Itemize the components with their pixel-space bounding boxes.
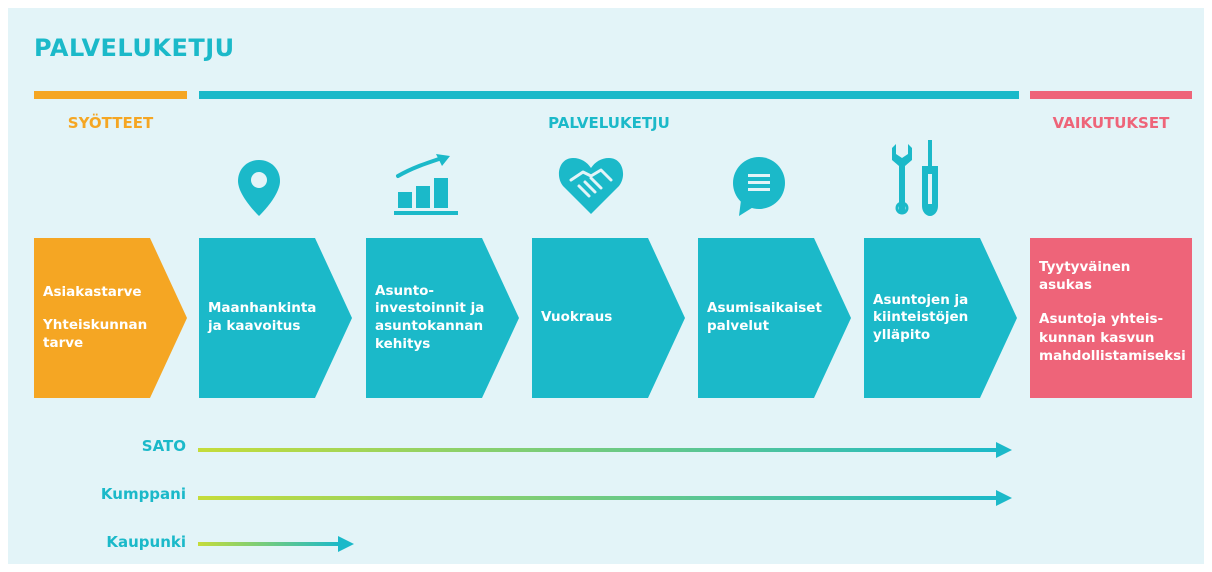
text-line: kiinteistöjen (873, 309, 969, 326)
diagram-title: PALVELUKETJU (34, 34, 235, 62)
chain-bar (199, 91, 1019, 99)
chain-label: PALVELUKETJU (548, 114, 670, 132)
text-line: mahdollistamiseksi (1039, 347, 1186, 364)
text-line: Asuntoja yhteis- (1039, 311, 1164, 328)
inputs-bar (34, 91, 187, 99)
text-line: asukas (1039, 277, 1092, 294)
line-gap (43, 301, 147, 317)
actor-arrow-kumppani (198, 490, 1012, 506)
text-line: kehitys (375, 335, 431, 352)
text-line: ja kaavoitus (208, 318, 301, 334)
text-line: Asunto- (375, 282, 435, 299)
text-line: ylläpito (873, 326, 931, 343)
text-line: Maanhankinta (208, 300, 317, 317)
text-line: palvelut (707, 318, 770, 334)
text-line: Yhteiskunnan (43, 317, 148, 334)
chat-bubble-icon (731, 156, 787, 218)
chain-step-3: Vuokraus (532, 238, 685, 398)
handshake-heart-icon (557, 154, 625, 216)
inputs-label: SYÖTTEET (67, 114, 154, 132)
outcomes-bar (1030, 91, 1192, 99)
actor-label-kaupunki: Kaupunki (106, 533, 186, 551)
text-line: Tyytyväinen (1039, 259, 1131, 275)
text-line: Asiakastarve (43, 283, 142, 300)
chain-step-3-text: Vuokraus (541, 238, 612, 398)
text-line: kunnan kasvun (1039, 329, 1155, 346)
actor-arrow-kaupunki (198, 536, 354, 552)
actor-label-sato: SATO (141, 437, 186, 455)
text-line: investoinnit ja (375, 300, 485, 317)
location-pin-icon (236, 158, 282, 218)
actor-label-kumppani: Kumppani (100, 485, 186, 503)
actor-arrow-sato (198, 442, 1012, 458)
growth-chart-icon (392, 152, 460, 218)
text-line: Asuntojen ja (873, 291, 969, 308)
text-line: tarve (43, 334, 84, 351)
text-line: Vuokraus (541, 309, 613, 326)
line-gap (1039, 294, 1186, 310)
text-line: asuntokannan (375, 318, 484, 334)
text-line: Asumisaikaiset (707, 300, 822, 317)
outcomes-label: VAIKUTUKSET (1052, 114, 1170, 132)
wrench-screwdriver-icon (892, 140, 946, 218)
